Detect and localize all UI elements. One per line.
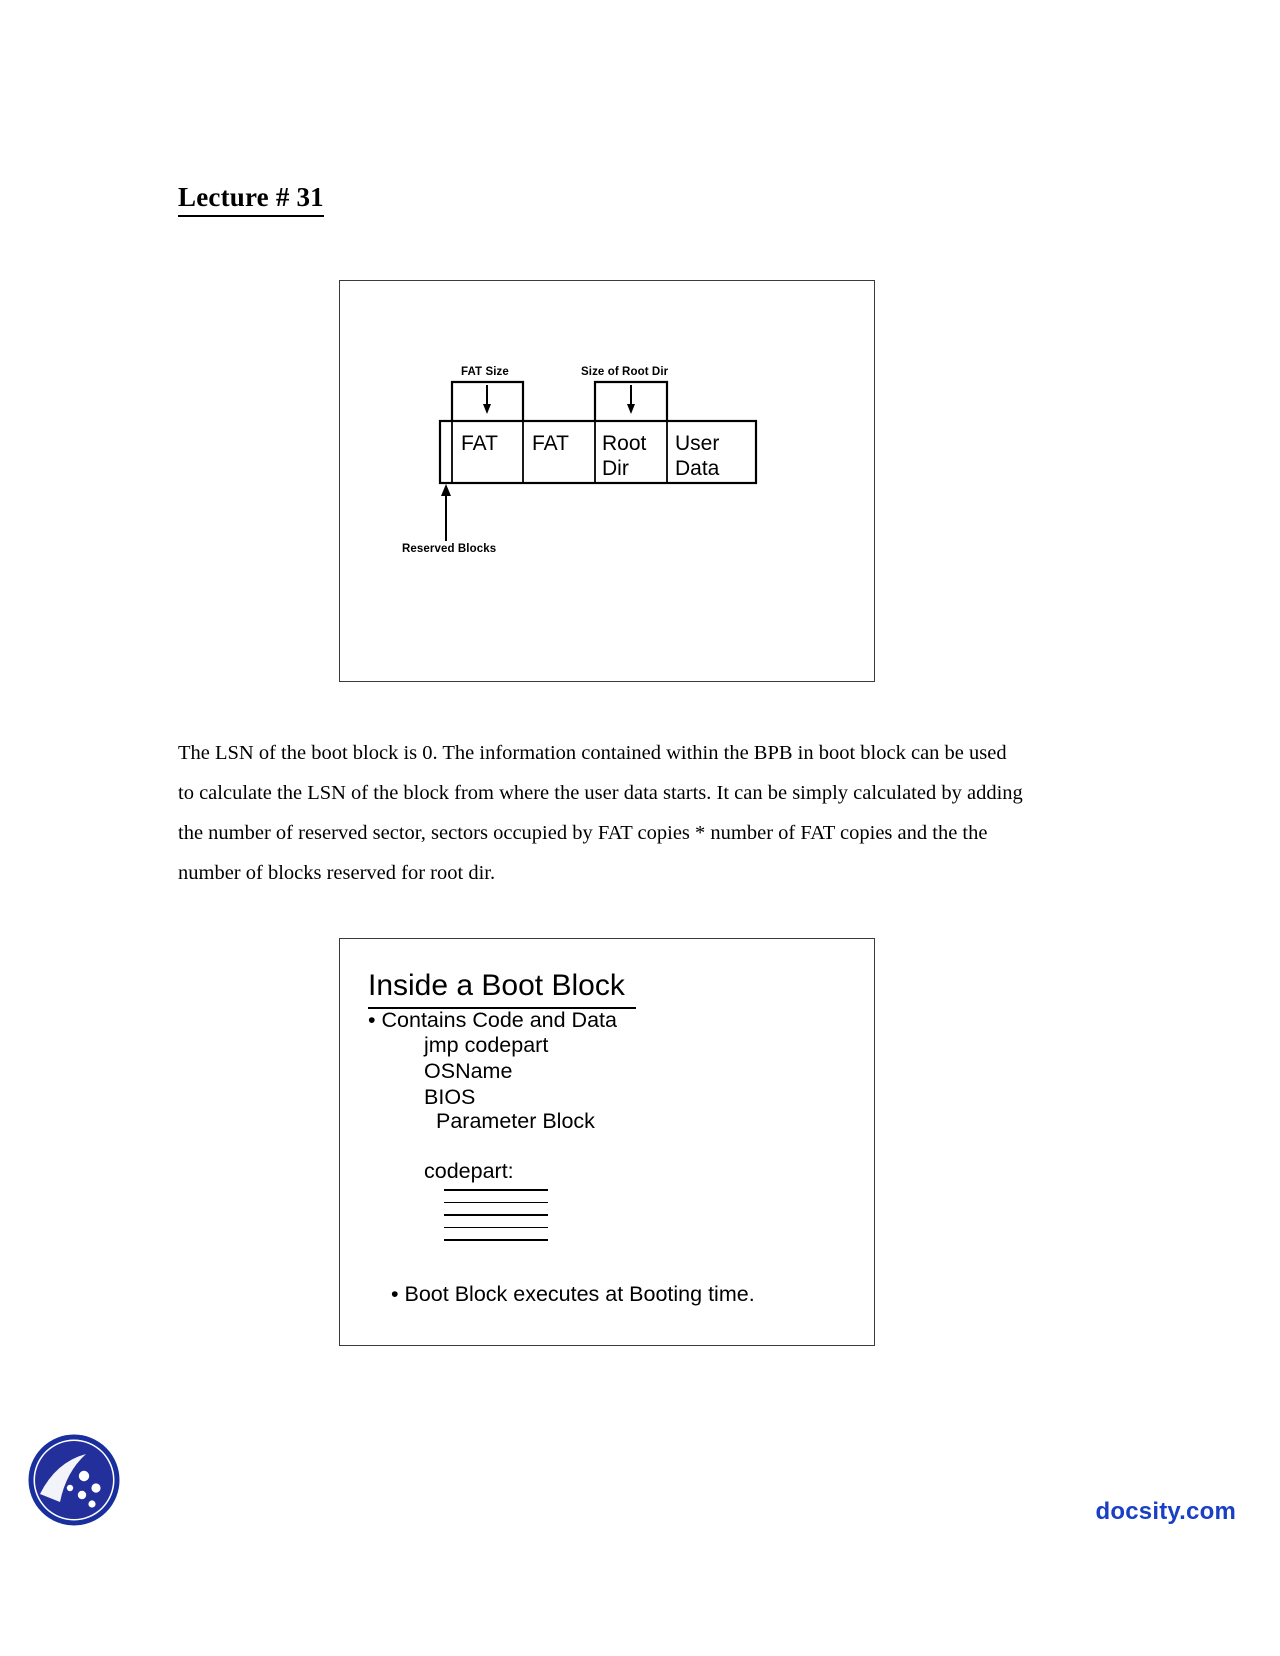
page-title: Lecture # 31 [178,182,324,218]
block-cell-fat-2: FAT [532,432,569,455]
figure-inside-boot-block: Inside a Boot Block • Contains Code and … [339,938,875,1346]
boot-block-code-line-1: jmp codepart [424,1033,549,1057]
boot-block-code-line-2: OSName [424,1059,513,1083]
label-reserved-blocks: Reserved Blocks [402,543,497,555]
boot-block-code-rule [444,1201,548,1204]
docsity-logo-icon [26,1432,122,1528]
boot-block-code-rule [444,1189,548,1191]
docsity-wordmark[interactable]: docsity.com [1095,1498,1236,1525]
label-fat-size: FAT Size [461,366,509,378]
boot-block-code-line-4: Parameter Block [436,1109,595,1133]
boot-block-code-rule [444,1226,548,1229]
boot-block-title-underline [368,1007,636,1009]
boot-block-code-rule [444,1239,548,1241]
boot-block-code-line-3: BIOS [424,1085,476,1109]
boot-block-bullet-contains: • Contains Code and Data [368,1008,617,1032]
boot-block-code-rules [444,1189,548,1252]
block-cell-fat-1: FAT [461,432,498,455]
body-paragraph: The LSN of the boot block is 0. The info… [178,742,1023,884]
fat-layout-svg [438,380,758,541]
boot-block-slide-content: Inside a Boot Block • Contains Code and … [340,939,876,1347]
boot-block-codepart-label: codepart: [424,1159,514,1183]
boot-block-code-rule [444,1214,548,1216]
label-size-of-root-dir: Size of Root Dir [581,366,669,378]
block-cell-user-data: User Data [675,432,720,480]
block-cell-root-dir: Root Dir [602,432,647,480]
boot-block-title: Inside a Boot Block [368,969,625,1002]
figure-fat-layout: FAT Size Size of Root Dir Reserved Block… [339,280,875,682]
boot-block-bullet-executes: • Boot Block executes at Booting time. [391,1282,755,1306]
fat-layout-drawing: FAT Size Size of Root Dir Reserved Block… [340,281,876,683]
